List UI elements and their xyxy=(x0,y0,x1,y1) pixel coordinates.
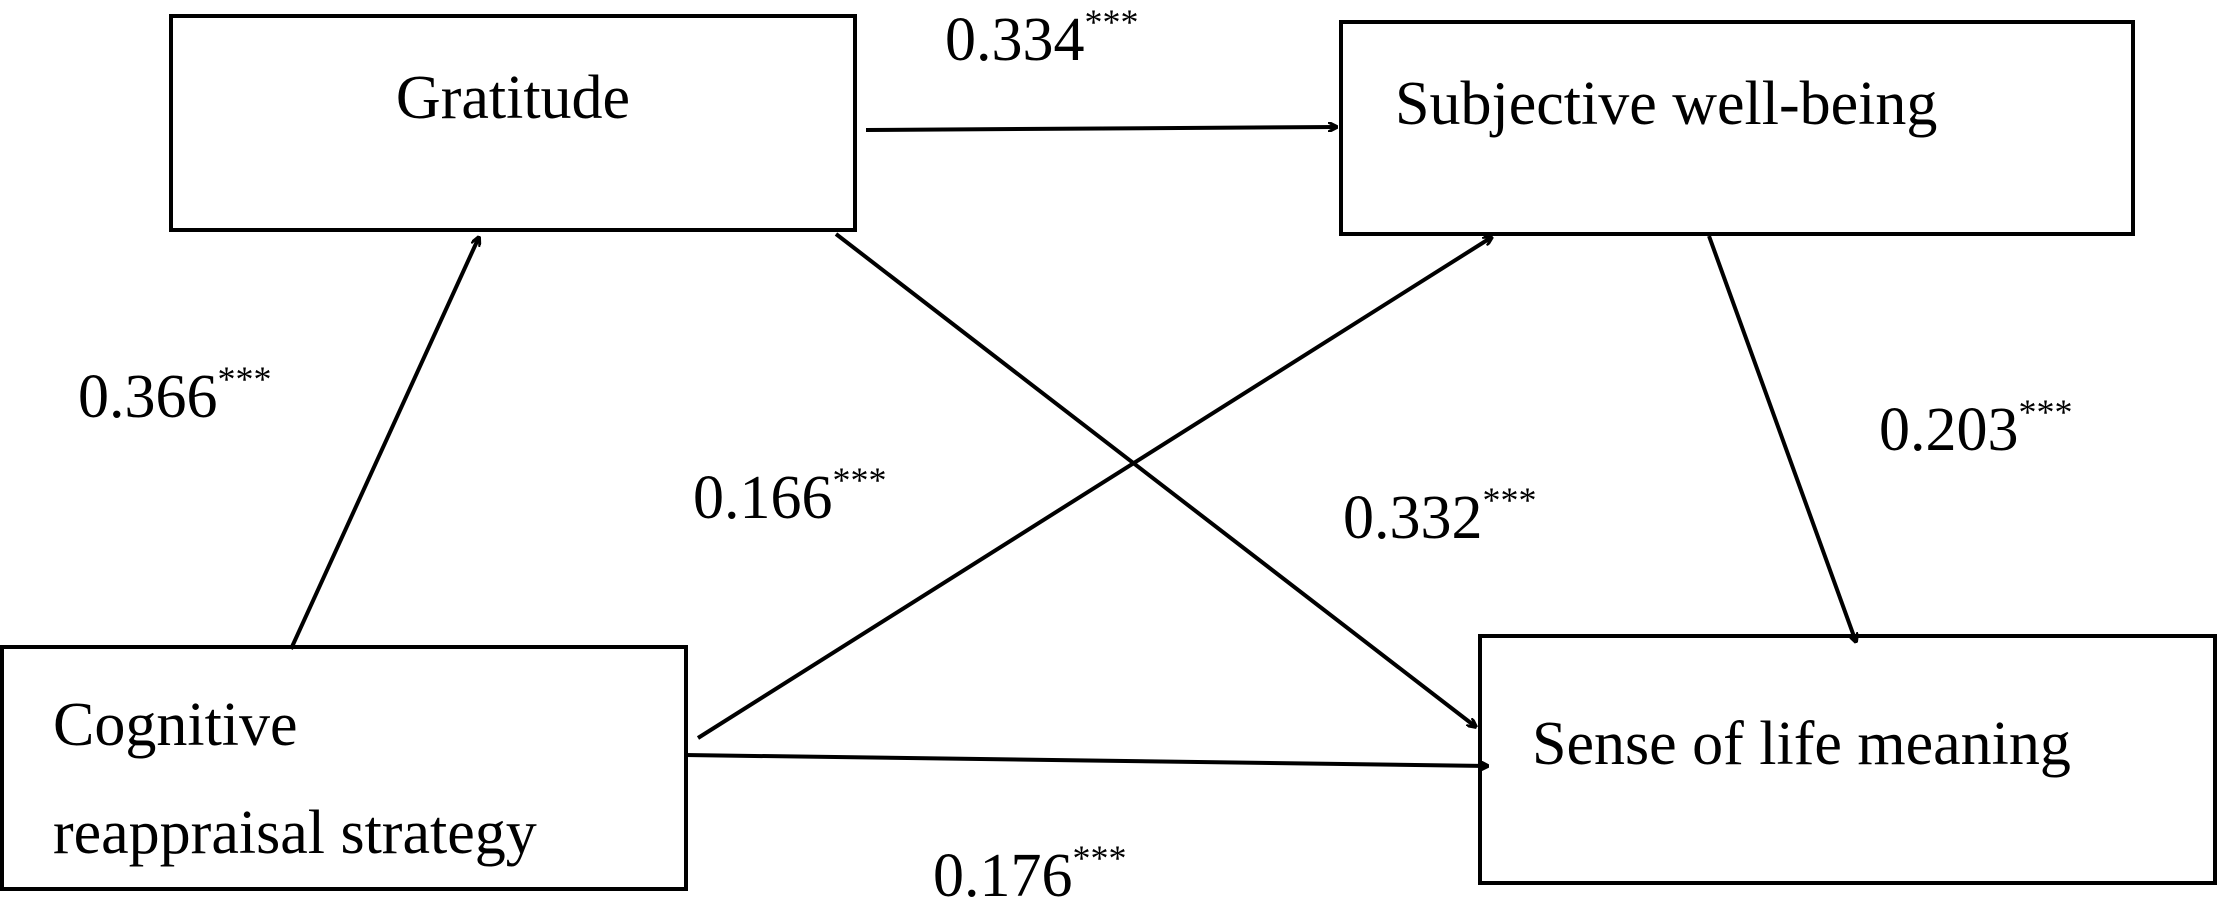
coef-reappraisal-to-meaning: 0.176*** xyxy=(933,838,1127,910)
cognitive-reappraisal-label-line1: Cognitive xyxy=(53,691,298,759)
coef-wellbeing-to-meaning: 0.203*** xyxy=(1879,392,2073,464)
gratitude-node: Gratitude xyxy=(169,14,857,232)
subjective-wellbeing-node: Subjective well-being xyxy=(1339,20,2135,236)
sense-of-life-meaning-label: Sense of life meaning xyxy=(1532,710,2071,778)
cognitive-reappraisal-node: Cognitive reappraisal strategy xyxy=(0,645,688,891)
subjective-wellbeing-label: Subjective well-being xyxy=(1395,70,1937,138)
arrow-gratitude-to-wellbeing xyxy=(865,127,1337,130)
coef-reappraisal-to-gratitude: 0.366*** xyxy=(78,359,272,431)
arrow-wellbeing-to-meaning xyxy=(1707,235,1856,642)
coef-gratitude-to-meaning: 0.332*** xyxy=(1343,480,1537,552)
arrow-reappraisal-to-gratitude xyxy=(289,237,479,650)
gratitude-label: Gratitude xyxy=(396,64,630,132)
cognitive-reappraisal-label-line2: reappraisal strategy xyxy=(53,799,537,867)
sense-of-life-meaning-node: Sense of life meaning xyxy=(1478,634,2217,885)
coef-reappraisal-to-wellbeing: 0.166*** xyxy=(693,460,887,532)
arrow-gratitude-to-meaning xyxy=(834,232,1476,727)
arrow-reappraisal-to-meaning xyxy=(684,753,1488,766)
coef-gratitude-to-wellbeing: 0.334*** xyxy=(945,2,1139,74)
arrow-reappraisal-to-wellbeing xyxy=(696,237,1492,740)
